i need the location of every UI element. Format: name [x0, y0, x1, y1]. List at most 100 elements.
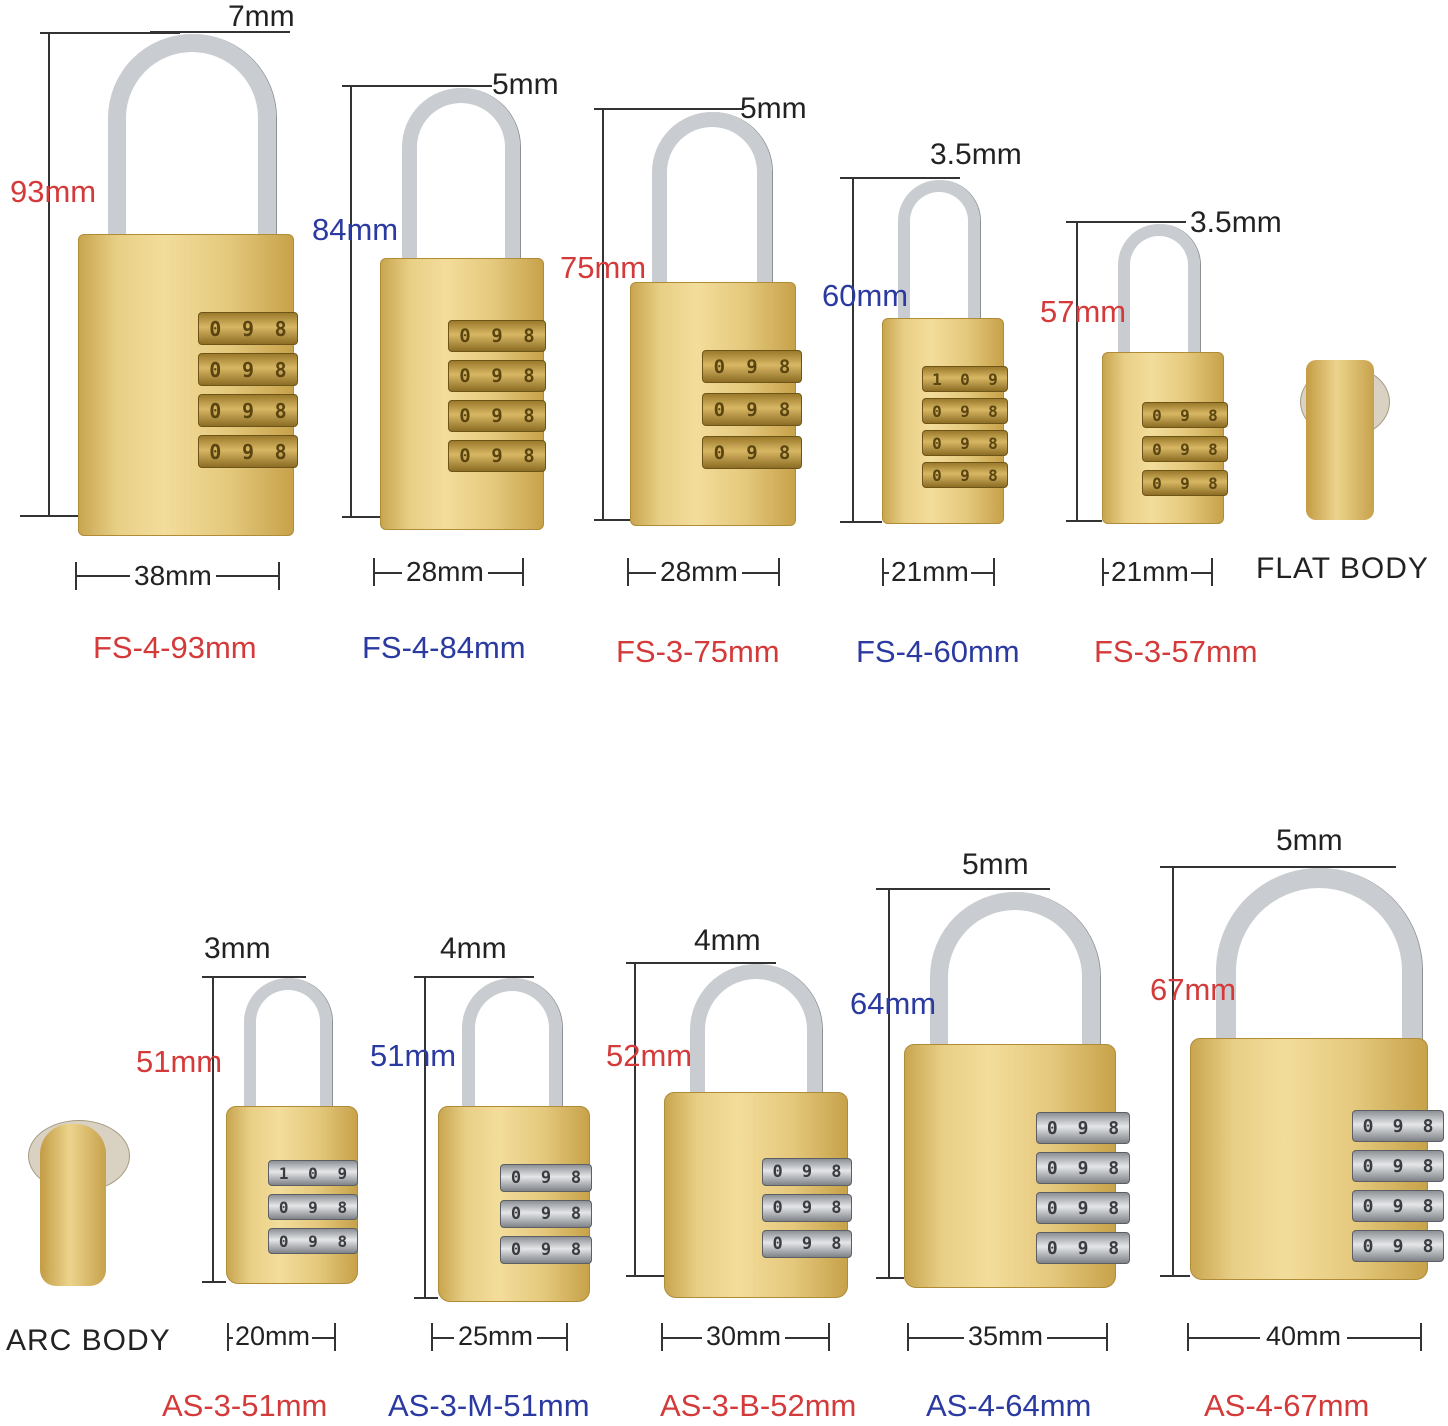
height-label: 60mm [822, 278, 909, 313]
width-label: 28mm [402, 558, 488, 586]
width-tick-right [828, 1323, 830, 1351]
height-top-tick [414, 976, 534, 978]
height-top-tick [594, 108, 744, 110]
shackle-icon [402, 88, 520, 278]
height-top-tick [626, 962, 776, 964]
height-bottom-tick [414, 1297, 438, 1299]
arc-body-side-view [40, 1124, 106, 1286]
height-dimension-line [1076, 221, 1078, 521]
width-tick-left [373, 558, 375, 586]
model-label: AS-3-M-51mm [388, 1388, 590, 1423]
width-label: 38mm [130, 562, 216, 590]
width-tick-left [1187, 1323, 1189, 1351]
height-top-tick [202, 976, 306, 978]
height-dimension-line [424, 976, 426, 1298]
height-dimension-line [852, 177, 854, 522]
height-label: 51mm [136, 1044, 223, 1079]
shackle-icon [1118, 224, 1200, 374]
model-label: FS-3-57mm [1094, 634, 1258, 669]
height-bottom-tick [626, 1275, 664, 1277]
width-label: 28mm [656, 558, 742, 586]
width-tick-left [882, 558, 884, 586]
height-bottom-tick [1066, 520, 1102, 522]
height-bottom-tick [876, 1277, 904, 1279]
height-dimension-line [1172, 866, 1174, 1276]
height-top-tick [1066, 221, 1186, 223]
height-label: 64mm [850, 986, 937, 1021]
height-top-tick [1160, 866, 1396, 868]
flat-body-label: FLAT BODY [1256, 552, 1429, 585]
height-bottom-tick [342, 516, 380, 518]
shackle-dimension-line [150, 31, 290, 33]
width-tick-left [431, 1323, 433, 1351]
width-tick-right [1106, 1323, 1108, 1351]
height-bottom-tick [20, 515, 78, 517]
width-tick-right [334, 1323, 336, 1351]
height-dimension-line [48, 32, 50, 516]
height-top-tick [876, 888, 1050, 890]
height-top-tick [342, 85, 492, 87]
model-label: AS-4-64mm [926, 1388, 1092, 1423]
model-label: FS-4-93mm [93, 630, 257, 665]
height-label: 57mm [1040, 294, 1127, 329]
shackle-icon [898, 180, 980, 330]
height-label: 75mm [560, 250, 647, 285]
shackle-width-label: 7mm [228, 0, 295, 33]
shackle-width-label: 4mm [440, 932, 507, 965]
model-label: AS-3-B-52mm [660, 1388, 857, 1423]
shackle-width-label: 3mm [204, 932, 271, 965]
shackle-width-label: 5mm [1276, 824, 1343, 857]
arc-body-label: ARC BODY [6, 1324, 171, 1357]
width-label: 21mm [1109, 556, 1191, 587]
height-top-tick [840, 177, 960, 179]
width-tick-right [278, 562, 280, 590]
width-tick-left [627, 558, 629, 586]
width-tick-right [1211, 558, 1213, 586]
height-label: 84mm [312, 212, 399, 247]
width-label: 30mm [702, 1323, 786, 1350]
width-tick-right [1420, 1323, 1422, 1351]
shackle-width-label: 5mm [962, 848, 1029, 881]
width-tick-left [907, 1323, 909, 1351]
height-bottom-tick [840, 521, 882, 523]
model-label: AS-4-67mm [1204, 1388, 1370, 1423]
width-tick-right [993, 558, 995, 586]
width-label: 21mm [889, 556, 971, 587]
height-bottom-tick [1160, 1275, 1190, 1277]
shackle-width-label: 3.5mm [1190, 206, 1282, 239]
shackle-width-label: 4mm [694, 924, 761, 957]
width-tick-left [75, 562, 77, 590]
shackle-icon [652, 112, 772, 302]
flat-body-side-view [1306, 360, 1374, 520]
height-dimension-line [634, 962, 636, 1276]
height-dimension-line [350, 85, 352, 517]
width-tick-right [778, 558, 780, 586]
height-dimension-line [602, 108, 604, 520]
shackle-width-label: 5mm [740, 92, 807, 125]
height-label: 93mm [10, 174, 97, 209]
height-label: 67mm [1150, 972, 1237, 1007]
height-top-tick [40, 32, 180, 34]
width-label: 20mm [233, 1321, 313, 1351]
width-tick-left [1102, 558, 1104, 586]
lock-body [380, 258, 544, 530]
width-tick-right [566, 1323, 568, 1351]
height-bottom-tick [202, 1281, 226, 1283]
height-label: 51mm [370, 1038, 457, 1073]
shackle-width-label: 5mm [492, 68, 559, 101]
model-label: FS-4-84mm [362, 630, 526, 665]
shackle-icon [108, 34, 276, 254]
model-label: FS-4-60mm [856, 634, 1020, 669]
height-dimension-line [212, 976, 214, 1282]
model-label: AS-3-51mm [162, 1388, 328, 1423]
model-label: FS-3-75mm [616, 634, 780, 669]
